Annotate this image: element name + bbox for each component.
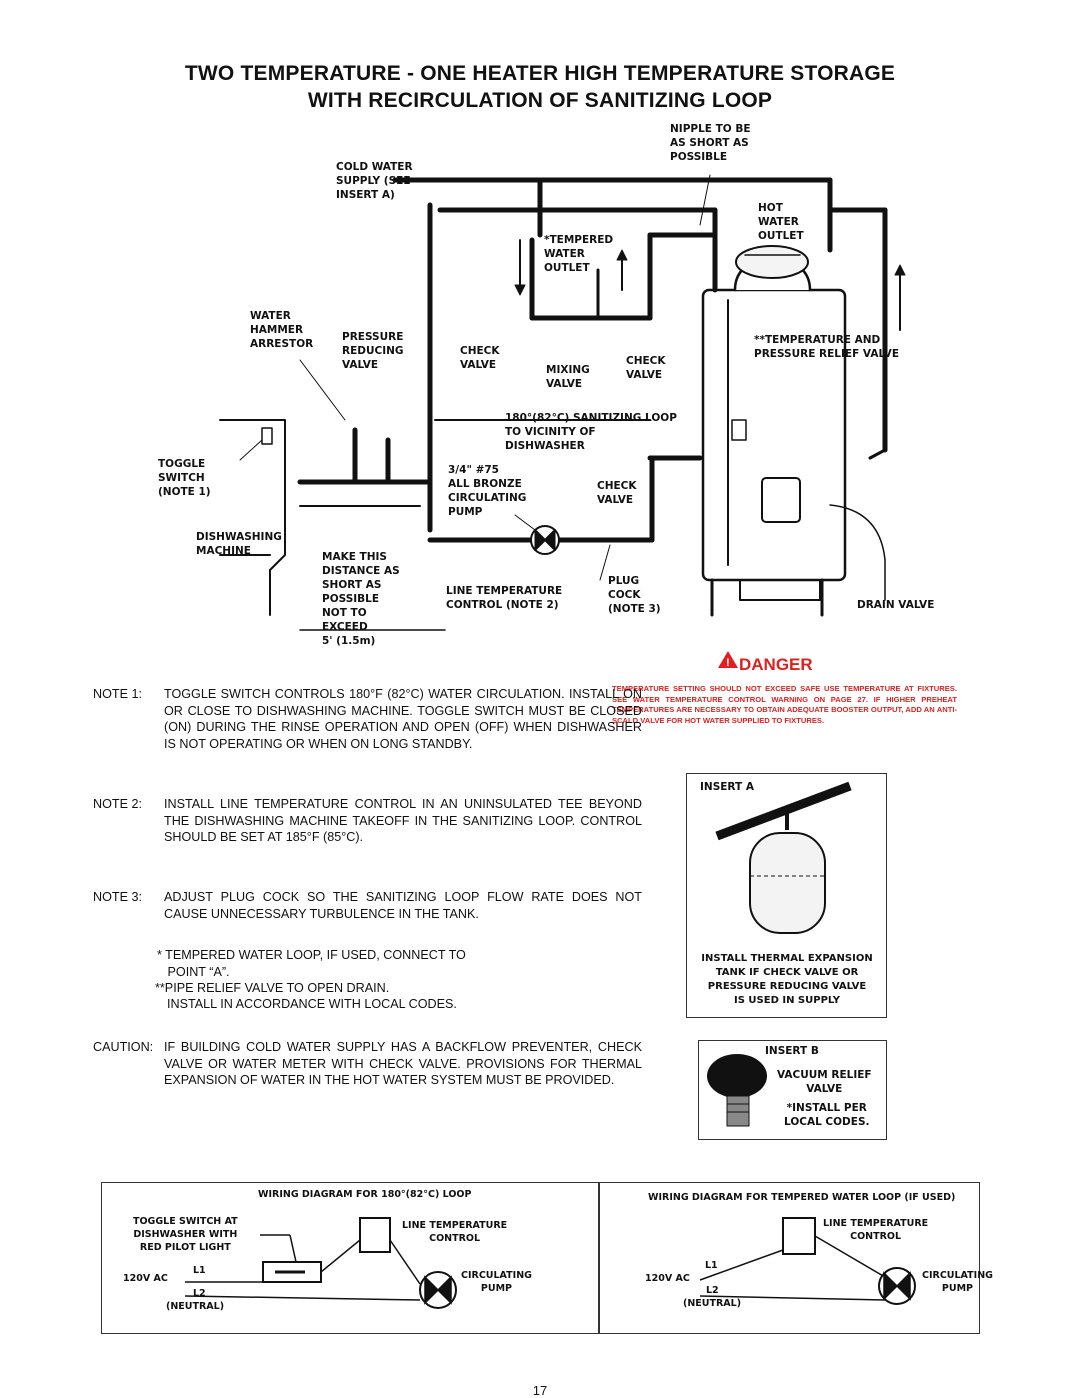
wiring-right-volt: 120V AC <box>645 1273 690 1284</box>
footnote-codes: INSTALL IN ACCORDANCE WITH LOCAL CODES. <box>160 997 457 1011</box>
caution: CAUTION: IF BUILDING COLD WATER SUPPLY H… <box>93 1039 642 1107</box>
arrestor-label: WATER HAMMER ARRESTOR <box>250 310 314 350</box>
note-3-head: NOTE 3: <box>93 890 142 904</box>
check-valve-3-label: CHECK VALVE <box>597 480 637 506</box>
note-1: NOTE 1: TOGGLE SWITCH CONTROLS 180°F (82… <box>93 686 642 770</box>
check-valve-2-label: CHECK VALVE <box>626 355 666 381</box>
prv-label: PRESSURE REDUCING VALVE <box>342 331 404 371</box>
wiring-left-line-temp: LINE TEMPERATURE CONTROL <box>402 1220 508 1244</box>
footnote-tempered: * TEMPERED WATER LOOP, IF USED, CONNECT … <box>157 948 466 979</box>
insert-b-box <box>698 1040 887 1140</box>
note-2: NOTE 2: INSTALL LINE TEMPERATURE CONTROL… <box>93 796 642 864</box>
check-valve-1-label: CHECK VALVE <box>460 345 500 371</box>
vacuum-relief-label: VACUUM RELIEF VALVE <box>777 1069 872 1095</box>
note-1-text: TOGGLE SWITCH CONTROLS 180°F (82°C) WATE… <box>164 687 642 751</box>
wiring-left-volt: 120V AC <box>123 1273 168 1284</box>
wiring-right-box <box>598 1182 980 1334</box>
danger-heading: DANGER <box>739 655 813 674</box>
wiring-left-neutral: (NEUTRAL) <box>166 1301 225 1312</box>
install-note: *INSTALL PER LOCAL CODES. <box>784 1102 870 1128</box>
page-number: 17 <box>532 1383 548 1398</box>
nipple-label: NIPPLE TO BE AS SHORT AS POSSIBLE <box>670 123 751 163</box>
danger-text: TEMPERATURE SETTING SHOULD NOT EXCEED SA… <box>612 684 957 725</box>
wiring-left-title: WIRING DIAGRAM FOR 180°(82°C) LOOP <box>258 1189 472 1200</box>
mixing-valve-label: MIXING VALVE <box>546 364 590 390</box>
insert-a-caption: INSTALL THERMAL EXPANSION TANK IF CHECK … <box>701 953 873 1006</box>
caution-text: IF BUILDING COLD WATER SUPPLY HAS A BACK… <box>164 1040 642 1087</box>
page-title: TWO TEMPERATURE - ONE HEATER HIGH TEMPER… <box>184 62 896 85</box>
note-3-text: ADJUST PLUG COCK SO THE SANITIZING LOOP … <box>164 890 642 921</box>
tempered-outlet-label: *TEMPERED WATER OUTLET <box>544 234 614 274</box>
sanitizing-loop-label: 180°(82°C) SANITIZING LOOP TO VICINITY O… <box>505 412 677 452</box>
wiring-right-l1: L1 <box>705 1260 718 1271</box>
dishwashing-machine-label: DISHWASHING MACHINE <box>196 531 282 557</box>
plug-cock-label: PLUG COCK (NOTE 3) <box>608 575 661 615</box>
note-2-head: NOTE 2: <box>93 797 142 811</box>
tank-panel <box>761 477 801 523</box>
wiring-right-line-temp: LINE TEMPERATURE CONTROL <box>823 1218 929 1242</box>
drain-valve-label: DRAIN VALVE <box>857 599 935 611</box>
note-3: NOTE 3: ADJUST PLUG COCK SO THE SANITIZI… <box>93 889 642 925</box>
caution-head: CAUTION: <box>93 1040 154 1054</box>
page-subtitle: WITH RECIRCULATION OF SANITIZING LOOP <box>307 89 773 112</box>
distance-label: MAKE THIS DISTANCE AS SHORT AS POSSIBLE … <box>322 551 400 647</box>
warning-icon: ! <box>718 651 738 669</box>
wiring-right-pump: CIRCULATING PUMP <box>922 1270 993 1294</box>
footnote-relief: **PIPE RELIEF VALVE TO OPEN DRAIN. <box>155 981 390 995</box>
tp-relief-label: **TEMPERATURE AND PRESSURE RELIEF VALVE <box>754 334 899 360</box>
line-temp-label: LINE TEMPERATURE CONTROL (NOTE 2) <box>446 585 563 611</box>
hot-water-label: HOT WATER OUTLET <box>758 202 804 242</box>
note-1-head: NOTE 1: <box>93 687 142 701</box>
cold-water-label: COLD WATER SUPPLY (SEE INSERT A) <box>336 161 413 201</box>
note-2-text: INSTALL LINE TEMPERATURE CONTROL IN AN U… <box>164 797 642 844</box>
wiring-left-pump: CIRCULATING PUMP <box>461 1270 532 1294</box>
insert-a-title: INSERT A <box>700 781 754 793</box>
insert-a-box <box>686 773 887 1018</box>
wiring-left-toggle: TOGGLE SWITCH AT DISHWASHER WITH RED PIL… <box>133 1216 238 1253</box>
wiring-left-l2: L2 <box>193 1288 206 1299</box>
insert-b-title: INSERT B <box>765 1045 819 1057</box>
wiring-left-l1: L1 <box>193 1265 206 1276</box>
svg-text:!: ! <box>726 657 730 669</box>
pump-label: 3/4" #75 ALL BRONZE CIRCULATING PUMP <box>448 464 527 518</box>
wiring-right-l2: L2 <box>706 1285 719 1296</box>
toggle-switch-label: TOGGLE SWITCH (NOTE 1) <box>158 458 211 498</box>
wiring-right-title: WIRING DIAGRAM FOR TEMPERED WATER LOOP (… <box>648 1192 956 1203</box>
wiring-right-neutral: (NEUTRAL) <box>683 1298 742 1309</box>
wiring-left-box <box>101 1182 600 1334</box>
